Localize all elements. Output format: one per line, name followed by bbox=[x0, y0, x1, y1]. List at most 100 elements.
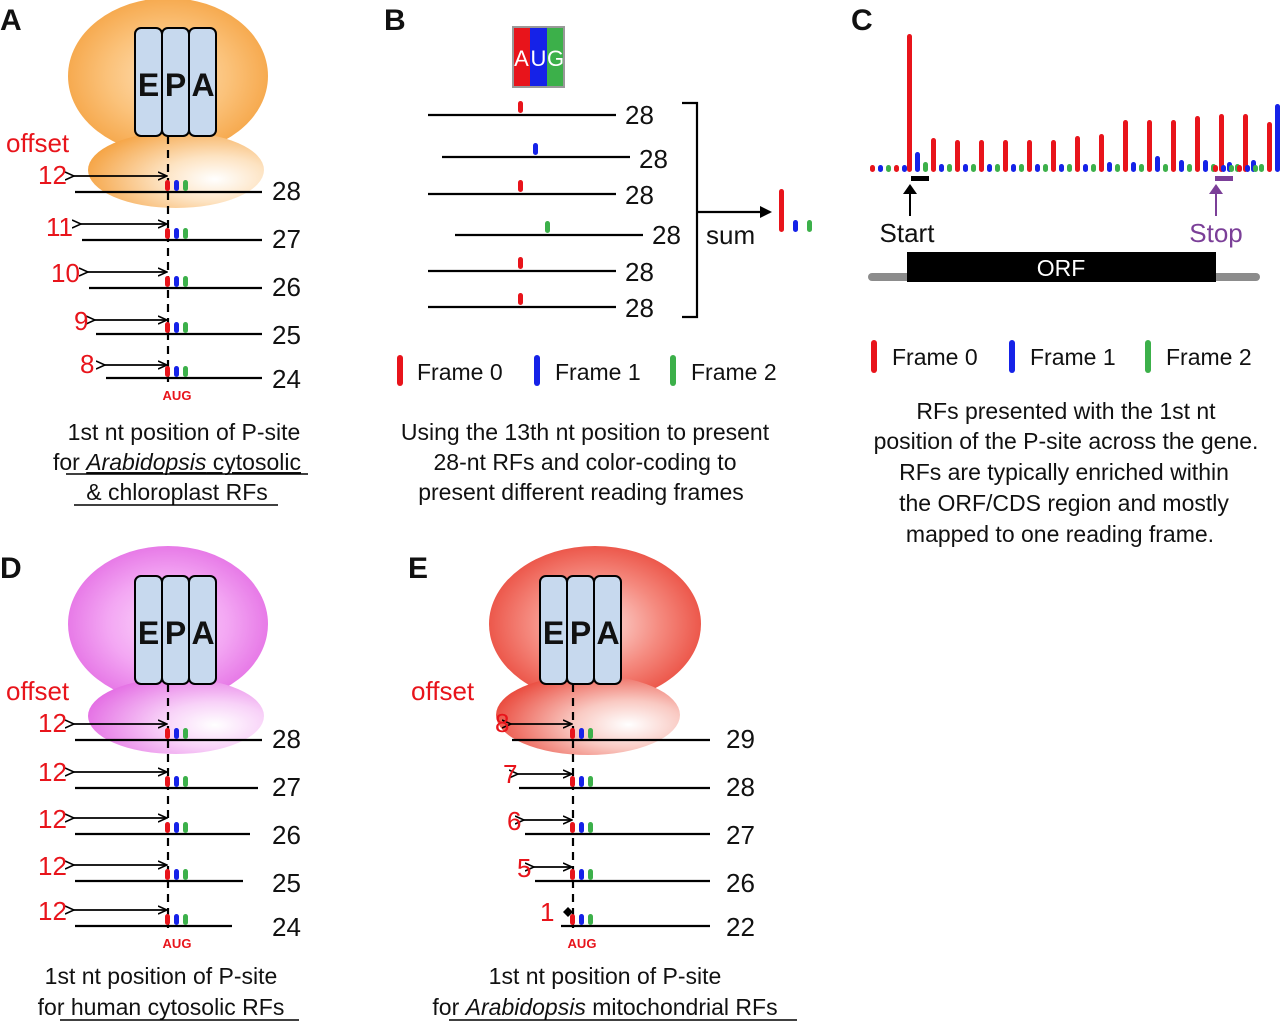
frame1-mark bbox=[579, 822, 584, 833]
panel-d-label: D bbox=[0, 552, 22, 585]
aug-codon-label: AUG bbox=[163, 936, 192, 951]
utr-bar bbox=[1245, 165, 1250, 172]
panel-b-label: B bbox=[384, 4, 406, 37]
caption-line-2: for Arabidopsis cytosolic bbox=[53, 449, 301, 475]
frame2-bar bbox=[923, 162, 928, 172]
utr-bar bbox=[894, 165, 899, 172]
frame0-mark bbox=[518, 257, 523, 269]
legend-frame1-label: Frame 1 bbox=[555, 359, 641, 385]
frame1-bar bbox=[1179, 160, 1184, 172]
e-site-label: E bbox=[138, 67, 159, 103]
frame0-bar bbox=[1147, 120, 1152, 172]
offset-value: 11 bbox=[46, 212, 73, 242]
panel-c: C Start Stop ORF Frame 0 Frame 1 Frame 2… bbox=[851, 4, 1280, 547]
orf-box bbox=[907, 252, 1216, 282]
frame0-bar bbox=[1099, 134, 1104, 172]
frame0-mark bbox=[165, 180, 170, 191]
read-e-1: 8 29 bbox=[495, 708, 755, 754]
frame1-bar bbox=[1203, 160, 1208, 172]
utr-bar bbox=[1253, 165, 1258, 172]
summed-frame0-bar bbox=[779, 189, 784, 232]
legend-c: Frame 0 Frame 1 Frame 2 bbox=[871, 340, 1252, 373]
e-site-label: E bbox=[138, 615, 159, 651]
frame0-bar bbox=[979, 140, 984, 172]
start-codon-mark bbox=[911, 176, 929, 181]
frame1-mark bbox=[533, 143, 538, 155]
offset-value: 12 bbox=[38, 851, 67, 881]
read-length: 28 bbox=[625, 257, 654, 287]
legend-frame0-label: Frame 0 bbox=[417, 359, 503, 385]
a-site-label: A bbox=[191, 67, 214, 103]
frame0-mark bbox=[570, 776, 575, 787]
ribosome-small-subunit bbox=[88, 132, 264, 208]
utr-bar bbox=[870, 165, 875, 172]
offset-value: 12 bbox=[38, 896, 67, 926]
codon-letter-a: A bbox=[514, 46, 529, 71]
caption-line-1: 1st nt position of P-site bbox=[489, 963, 722, 989]
frame2-mark bbox=[183, 869, 188, 880]
frame1-mark bbox=[579, 728, 584, 739]
frame1-bar bbox=[939, 164, 944, 172]
read-length: 28 bbox=[272, 176, 301, 206]
frame0-mark bbox=[165, 322, 170, 333]
frame0-mark bbox=[165, 728, 170, 739]
offset-label: offset bbox=[6, 676, 70, 706]
caption-line-1: 1st nt position of P-site bbox=[68, 419, 301, 445]
read-length: 27 bbox=[272, 772, 301, 802]
read-length: 26 bbox=[726, 868, 755, 898]
start-label: Start bbox=[880, 218, 936, 248]
frame0-bar bbox=[931, 138, 936, 172]
caption-line-1: Using the 13th nt position to present bbox=[401, 419, 770, 445]
ribosome-small-subunit bbox=[496, 675, 680, 755]
frame2-mark bbox=[183, 728, 188, 739]
legend-frame2-swatch bbox=[670, 355, 676, 386]
read-length: 26 bbox=[272, 820, 301, 850]
caption-line-3: present different reading frames bbox=[418, 479, 744, 505]
read-a-1: 12 28 bbox=[38, 160, 301, 206]
a-site-box bbox=[593, 575, 622, 685]
sum-label: sum bbox=[706, 220, 755, 250]
legend-frame0-swatch bbox=[871, 340, 877, 373]
read-e-5: 1 22 bbox=[540, 897, 755, 942]
frame2-bar bbox=[1187, 164, 1192, 172]
offset-value: 6 bbox=[507, 806, 521, 836]
read-a-2: 11 27 bbox=[46, 212, 301, 254]
frame0-bar bbox=[955, 140, 960, 172]
read-d-4: 12 25 bbox=[38, 851, 301, 898]
frame2-bar bbox=[971, 164, 976, 172]
offset-value: 8 bbox=[495, 708, 509, 738]
p-site-label: P bbox=[165, 67, 186, 103]
read-length: 26 bbox=[272, 272, 301, 302]
frame0-mark bbox=[165, 822, 170, 833]
frame0-mark bbox=[518, 180, 523, 192]
frame0-bar bbox=[1195, 116, 1200, 172]
frame1-bar bbox=[1155, 156, 1160, 172]
read-length: 27 bbox=[272, 224, 301, 254]
frame1-mark bbox=[174, 728, 179, 739]
ribosome-d: E P A bbox=[68, 546, 268, 754]
frame1-bar bbox=[915, 152, 920, 172]
caption-line-5: mapped to one reading frame. bbox=[906, 521, 1214, 547]
frame0-mark bbox=[518, 101, 523, 113]
stop-codon-mark bbox=[1215, 176, 1233, 181]
frame1-mark bbox=[174, 822, 179, 833]
utr-bar bbox=[1221, 165, 1226, 172]
caption-line-4: the ORF/CDS region and mostly bbox=[899, 490, 1229, 516]
legend-frame2-label: Frame 2 bbox=[691, 359, 777, 385]
panel-a: A E P A offset 12 28 bbox=[0, 0, 308, 506]
frame1-bar bbox=[1035, 164, 1040, 172]
stop-arrow-head bbox=[1209, 184, 1223, 194]
offset-value: 5 bbox=[517, 853, 531, 883]
frame1-mark bbox=[174, 228, 179, 239]
legend-frame2-swatch bbox=[1145, 340, 1151, 373]
read-length: 28 bbox=[726, 772, 755, 802]
read-length: 25 bbox=[272, 320, 301, 350]
ribosome-e: E P A bbox=[489, 546, 701, 755]
offset-value: 9 bbox=[74, 306, 88, 336]
frame0-mark bbox=[165, 276, 170, 287]
frame0-mark bbox=[165, 776, 170, 787]
frame2-mark bbox=[588, 728, 593, 739]
offset-value: 12 bbox=[38, 708, 67, 738]
offset-value: 7 bbox=[503, 759, 517, 789]
frame1-mark bbox=[174, 366, 179, 377]
